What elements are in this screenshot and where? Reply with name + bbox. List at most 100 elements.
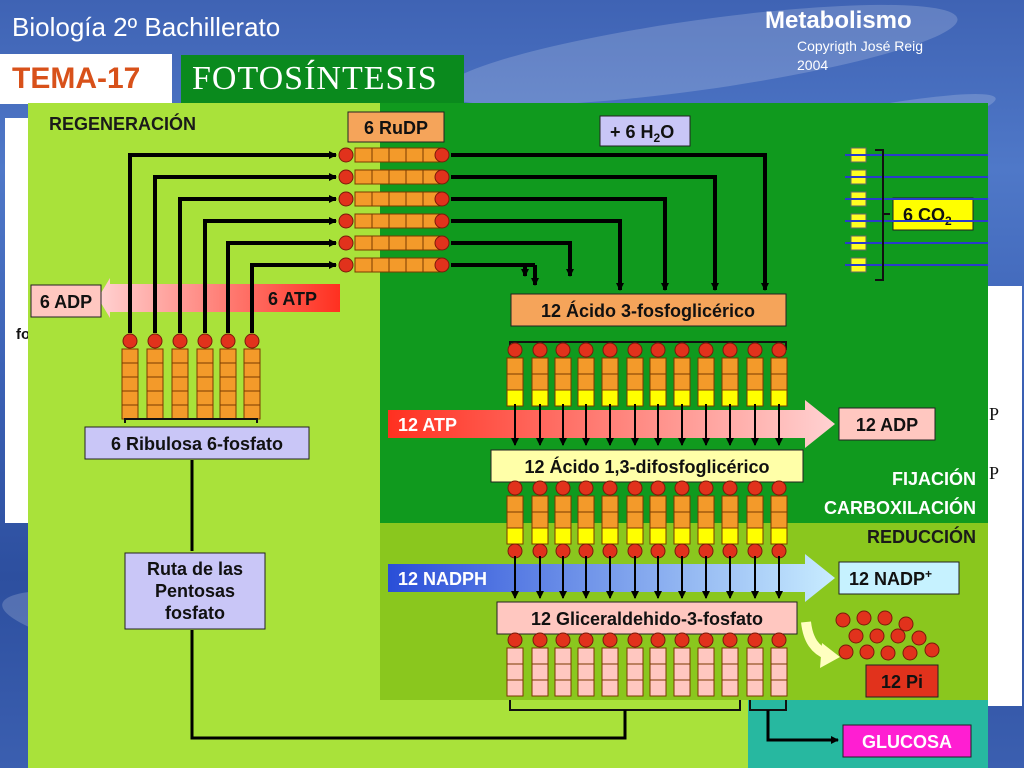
released-phosphate-circle [869, 628, 885, 644]
g3p-carbon-square [531, 663, 549, 681]
g3p-carbon-square [601, 679, 619, 697]
g3p-carbon-square [770, 647, 788, 665]
pga-carbon-square [697, 357, 715, 375]
g3p-carbon-square [770, 679, 788, 697]
pga-carbon-square [531, 357, 549, 375]
phosphate-circle [771, 342, 787, 358]
dpga-carbon-square [673, 527, 691, 545]
phosphate-circle [650, 480, 666, 496]
pga-carbon-square [746, 389, 764, 407]
g3p-carbon-square [626, 679, 644, 697]
pga-carbon-square [601, 373, 619, 391]
dpga-carbon-square [577, 511, 595, 529]
phosphate-circle [578, 632, 594, 648]
ribulose-carbon-square [171, 348, 189, 364]
g3p-carbon-square [697, 679, 715, 697]
pga-carbon-square [601, 357, 619, 375]
dpga-carbon-square [554, 527, 572, 545]
phosphate-circle [578, 480, 594, 496]
phosphate-circle [338, 257, 354, 273]
ribulose-carbon-square [196, 390, 214, 406]
carbon-square [371, 235, 390, 251]
phosphate-circle [197, 333, 213, 349]
ribulose-carbon-square [219, 390, 237, 406]
dpga-label: 12 Ácido 1,3-difosfoglicérico [524, 456, 769, 477]
ribulose-carbon-square [196, 376, 214, 392]
carbon-square [371, 213, 390, 229]
phosphate-circle [771, 480, 787, 496]
phosphate-circle [674, 632, 690, 648]
adp-left-label: 6 ADP [40, 292, 92, 312]
phosphate-circle [771, 543, 787, 559]
phosphate-circle [434, 169, 450, 185]
dpga-carbon-square [697, 527, 715, 545]
phosphate-circle [674, 480, 690, 496]
g3p-carbon-square [721, 663, 739, 681]
phosphate-circle [220, 333, 236, 349]
pga-carbon-square [554, 357, 572, 375]
rudp-to-pga-arrow [451, 153, 769, 291]
dpga-carbon-square [531, 511, 549, 529]
g3p-carbon-square [673, 663, 691, 681]
pga-carbon-square [649, 357, 667, 375]
pga-carbon-square [577, 389, 595, 407]
dpga-carbon-square [577, 527, 595, 545]
pga-carbon-square [673, 373, 691, 391]
atp-to-adp-left-arrow: 6 ADP 6 ATP [30, 278, 340, 318]
regeneration-feed-arrow [203, 217, 337, 333]
released-phosphate-circle [902, 645, 918, 661]
g3p-carbon-square [577, 679, 595, 697]
regeneration-feed-arrow [153, 173, 337, 333]
ribulose-carbon-square [171, 362, 189, 378]
rudp-to-pga-arrow [451, 241, 574, 277]
pga-carbon-square [554, 389, 572, 407]
phosphate-circle [532, 342, 548, 358]
g3p-carbon-square [770, 663, 788, 681]
nadph-to-nadp-arrow: 12 NADPH 12 NADP+ [388, 554, 960, 602]
g3p-carbon-square [626, 663, 644, 681]
regeneration-feed-arrow [226, 239, 337, 333]
phosphate-circle [434, 235, 450, 251]
adp-mid-label: 12 ADP [856, 415, 918, 435]
phosphate-circle [722, 342, 738, 358]
g3p-carbon-square [554, 647, 572, 665]
phosphate-circle [747, 480, 763, 496]
released-phosphate-circle [856, 610, 872, 626]
phosphate-circle [602, 543, 618, 559]
released-phosphate-circle [898, 616, 914, 632]
fixation-label: FIJACIÓN [892, 468, 976, 489]
glucose-label: GLUCOSA [862, 732, 952, 752]
carbon-square [405, 235, 424, 251]
dpga-carbon-square [746, 527, 764, 545]
dpga-carbon-square [721, 527, 739, 545]
phosphate-circle [434, 191, 450, 207]
phosphate-circle [722, 480, 738, 496]
carbon-square [371, 257, 390, 273]
phosphate-circle [627, 342, 643, 358]
carbon-square [354, 235, 373, 251]
phosphate-circle [602, 480, 618, 496]
dpga-carbon-square [577, 495, 595, 513]
ribulose-carbon-square [171, 390, 189, 406]
pga-carbon-square [601, 389, 619, 407]
glucose-label-box: GLUCOSA [842, 724, 972, 758]
g3p-carbon-square [601, 663, 619, 681]
dpga-label-box: 12 Ácido 1,3-difosfoglicérico [490, 449, 804, 483]
ribulose-carbon-square [171, 376, 189, 392]
carboxylation-label: CARBOXILACIÓN [824, 497, 976, 518]
phosphate-circle [507, 342, 523, 358]
phosphate-circle [555, 543, 571, 559]
dpga-carbon-square [506, 527, 524, 545]
phosphate-circle [434, 213, 450, 229]
pga-carbon-square [721, 389, 739, 407]
phosphate-circle [578, 342, 594, 358]
pga-carbon-square [506, 373, 524, 391]
pentose-label-box: Ruta de las Pentosas fosfato [124, 552, 266, 630]
g3p-carbon-square [531, 647, 549, 665]
ribulose-carbon-square [243, 376, 261, 392]
phosphate-circle [747, 543, 763, 559]
carbon-square [388, 147, 407, 163]
dpga-carbon-square [721, 495, 739, 513]
ribulose-carbon-square [219, 376, 237, 392]
phosphate-circle [674, 543, 690, 559]
